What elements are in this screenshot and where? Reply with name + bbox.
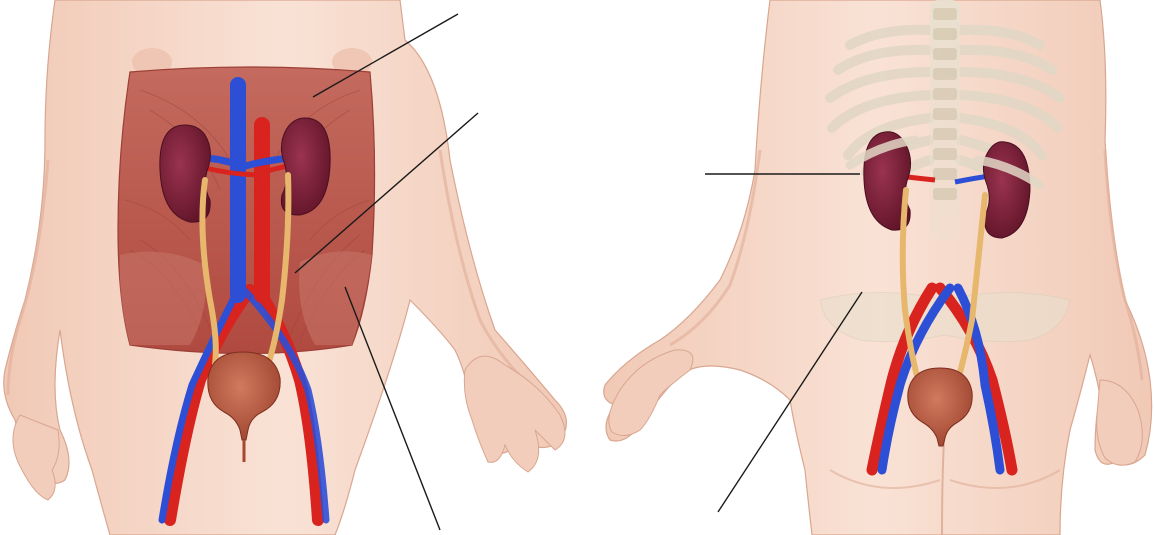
anterior-view-figure xyxy=(4,0,567,535)
left-iliacus-muscle xyxy=(120,252,206,345)
posterior-view-figure xyxy=(604,0,1152,535)
anterior-right-hand xyxy=(464,356,565,472)
anterior-left-hand xyxy=(13,415,59,500)
posterior-left-hand xyxy=(609,350,693,436)
